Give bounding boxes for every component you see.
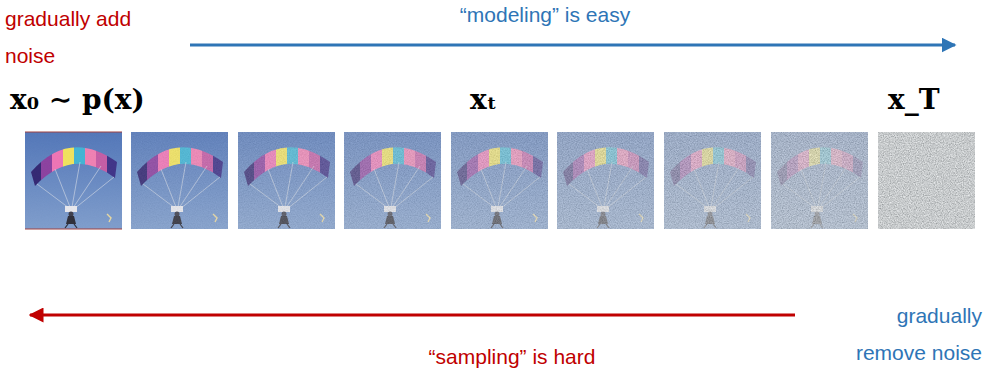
process-label: gradually add noise (5, 0, 145, 74)
direction-note: “sampling” is hard (372, 338, 652, 375)
math-label: x₀ ∼ p(x) (10, 80, 210, 120)
math-label: xₜ (470, 80, 530, 120)
process-label: gradually remove noise (830, 297, 982, 371)
direction-note: “modeling” is easy (415, 0, 675, 30)
math-label: x_T (888, 80, 978, 120)
